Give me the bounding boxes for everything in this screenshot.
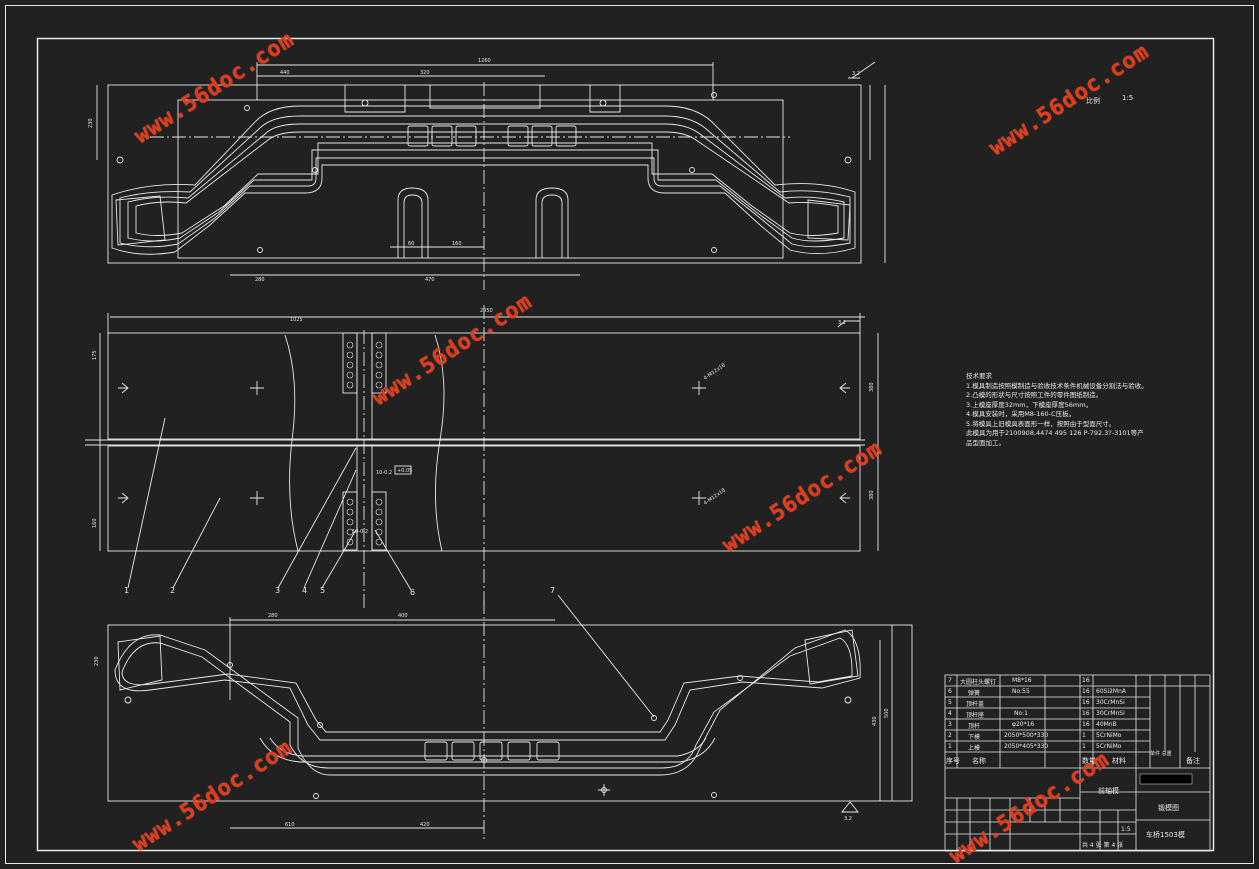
- svg-text:1025: 1025: [290, 317, 303, 323]
- title-block-grid: [944, 674, 1211, 852]
- bom-row-4-qty: 16: [1082, 710, 1090, 717]
- svg-text:230: 230: [88, 118, 94, 128]
- svg-text:280: 280: [268, 613, 278, 619]
- bom-row-4-spec: No:1: [1014, 710, 1028, 717]
- bom-row-5-no: 5: [948, 699, 952, 706]
- bom-row-5-qty: 16: [1082, 699, 1090, 706]
- bom-row-5-name: 顶杆盖: [966, 701, 985, 708]
- middle-view: [85, 305, 879, 610]
- bom-row-7-no: 7: [948, 677, 952, 684]
- tech-notes-title: 技术要求: [966, 372, 992, 380]
- title-product: 前轴模: [1098, 787, 1119, 795]
- tech-note-item: 此模具为用于2100908,4474 495 126 P-792.3?-3101…: [966, 429, 1144, 437]
- svg-text:420: 420: [420, 822, 430, 828]
- part-label-7: 7: [550, 586, 556, 595]
- svg-text:3.2: 3.2: [852, 71, 860, 77]
- svg-text:60: 60: [408, 241, 414, 247]
- svg-text:160: 160: [92, 518, 98, 528]
- bom-row-7-name: 大圆柱头螺钉: [960, 679, 997, 686]
- tech-note-item: 品型面加工。: [966, 438, 1005, 447]
- part-label-4: 4: [302, 586, 308, 595]
- bom-row-1-material: 5CrNiMo: [1096, 743, 1122, 750]
- bom-row-2-material: 5CrNiMo: [1096, 732, 1122, 739]
- bom-row-1-name: 上模: [968, 745, 981, 752]
- svg-text:430: 430: [872, 716, 878, 726]
- bom-header-material: 材料: [1112, 757, 1126, 765]
- bottom-view: [107, 594, 913, 840]
- svg-text:2050: 2050: [480, 308, 493, 314]
- title-block-black-bar: [1139, 773, 1193, 785]
- bom-row-6-qty: 16: [1082, 688, 1090, 695]
- bom-row-2-no: 2: [948, 732, 952, 739]
- svg-text:230: 230: [94, 656, 100, 666]
- bom-row-6-material: 60Si2MnA: [1096, 688, 1127, 695]
- bom-row-4-no: 4: [948, 710, 952, 717]
- svg-text:280: 280: [255, 277, 265, 283]
- svg-text:440: 440: [280, 70, 290, 76]
- bom-row-1-spec: 2050*405*330: [1004, 743, 1049, 750]
- bom-row-6-no: 6: [948, 688, 952, 695]
- part-label-5: 5: [320, 586, 326, 595]
- bom-row-5-material: 30CrMnSi: [1096, 699, 1125, 706]
- tech-note-item: 4.模具安装时，采用M8-160-C压板。: [966, 410, 1076, 418]
- bom-row-3-no: 3: [948, 721, 952, 728]
- bom-row-7-qty: 16: [1082, 677, 1090, 684]
- bom-row-4-name: 顶杆座: [966, 712, 985, 719]
- svg-text:400: 400: [398, 613, 408, 619]
- tech-notes: 技术要求 1.模具制造按照模制造与验收技术条件机械设备分割法与验收。 2.凸模的…: [966, 372, 1148, 448]
- tech-note-item: 1.模具制造按照模制造与验收技术条件机械设备分割法与验收。: [966, 381, 1148, 390]
- bom-header-qty: 数量: [1082, 757, 1096, 765]
- bom-row-1-qty: 1: [1082, 743, 1086, 750]
- svg-text:10-0.2: 10-0.2: [352, 529, 368, 535]
- bom-row-2-spec: 2050*500*330: [1004, 732, 1049, 739]
- svg-text:10-0.2: 10-0.2: [376, 470, 392, 476]
- bom-row-3-spec: φ20*16: [1012, 721, 1035, 728]
- bom-row-7-spec: M8*16: [1012, 677, 1032, 684]
- bom-row-4-material: 30CrMnSi: [1096, 710, 1125, 717]
- svg-text:160: 160: [452, 241, 462, 247]
- bom-row-3-name: 顶杆: [968, 723, 981, 730]
- bom-row-3-material: 40MnB: [1096, 721, 1117, 728]
- svg-text:1260: 1260: [478, 58, 491, 64]
- top-view-dimension-text: 1260 440 320 280 470 60 160 3.2 230: [88, 58, 860, 283]
- svg-text:380: 380: [869, 382, 875, 392]
- svg-text:3.2: 3.2: [838, 320, 846, 326]
- drawing-frame: [5, 5, 1254, 864]
- svg-text:3.2: 3.2: [844, 816, 852, 822]
- scale-label: 比例: [1086, 97, 1100, 105]
- svg-text:175: 175: [92, 350, 98, 360]
- svg-text:+0.05: +0.05: [397, 468, 412, 474]
- bom-header-weight: 单件 总重: [1150, 751, 1172, 757]
- part-label-2: 2: [170, 586, 176, 595]
- tech-note-item: 3.上模座厚度32mm，下模座厚度56mm。: [966, 400, 1093, 409]
- tech-note-item: 5.将模具上旧模具表面形一样，按照由于型面尺寸。: [966, 419, 1116, 428]
- svg-text:610: 610: [285, 822, 295, 828]
- bom-header-remark: 备注: [1186, 757, 1200, 765]
- title-drawing-no: 车桥1503模: [1146, 831, 1185, 839]
- bom-header-no: 序号: [946, 757, 960, 765]
- part-label-3: 3: [275, 586, 281, 595]
- bom-row-2-name: 下模: [968, 734, 981, 741]
- bom-row-6-spec: No:55: [1012, 688, 1030, 695]
- part-label-6: 6: [410, 588, 416, 597]
- bottom-view-dimension-text: 280 400 610 420 230 430 500 3.2: [94, 613, 890, 828]
- title-sheet: 共 4 张 第 4 张: [1082, 842, 1124, 849]
- part-label-1: 1: [124, 586, 130, 595]
- title-company: 锻模图: [1158, 804, 1179, 812]
- bom-header-name: 名称: [972, 757, 986, 765]
- title-scale: 1:5: [1121, 826, 1131, 833]
- svg-text:320: 320: [420, 70, 430, 76]
- tech-note-item: 2.凸模的形状与尺寸按照工件的零件图纸制造。: [966, 391, 1103, 399]
- svg-text:500: 500: [884, 708, 890, 718]
- bom-row-6-name: 弹簧: [968, 690, 981, 697]
- svg-text:380: 380: [869, 490, 875, 500]
- bom-row-2-qty: 1: [1082, 732, 1086, 739]
- top-view: [96, 61, 886, 290]
- bom-row-1-no: 1: [948, 743, 952, 750]
- svg-text:470: 470: [425, 277, 435, 283]
- scale-value: 1:5: [1122, 94, 1134, 102]
- bom-row-3-qty: 16: [1082, 721, 1090, 728]
